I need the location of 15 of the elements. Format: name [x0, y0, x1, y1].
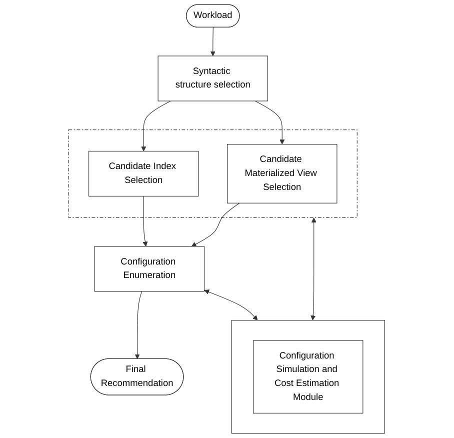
- node-box: Candidate Materialized View Selection: [227, 144, 338, 204]
- node-box: Configuration Simulation and Cost Estimation Module: [253, 340, 364, 414]
- arrow: [142, 100, 172, 152]
- cluster: [232, 320, 386, 434]
- node-box: Syntactic structure selection: [158, 56, 268, 102]
- cluster: [68, 130, 358, 218]
- arrow: [135, 291, 143, 360]
- node-box: Candidate Index Selection: [88, 150, 200, 196]
- arrow: [192, 202, 240, 247]
- arrow: [310, 218, 317, 320]
- arrow: [210, 27, 216, 56]
- arrow: [143, 196, 148, 247]
- arrow: [255, 100, 286, 144]
- node-box: Configuration Enumeration: [94, 246, 205, 292]
- arrow: [204, 290, 258, 320]
